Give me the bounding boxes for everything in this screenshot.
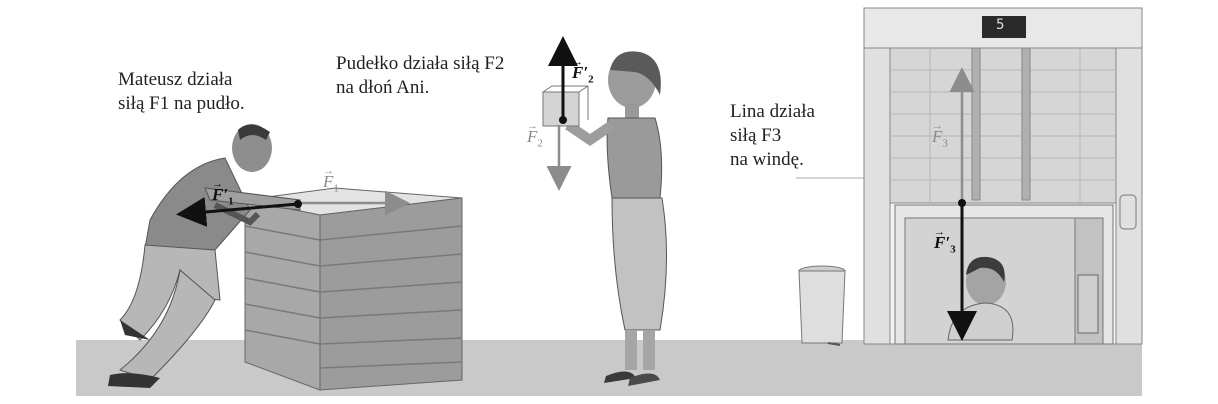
caption-lina-line2: siłą F3 bbox=[730, 125, 782, 146]
label-f1-prime: F′1 bbox=[212, 175, 234, 210]
caption-pudelko: Pudełko działa siłą F2 na dłoń Ani. bbox=[336, 52, 504, 100]
floor-display: 5 bbox=[996, 17, 1005, 33]
contact-point-f3 bbox=[958, 199, 966, 207]
caption-pudelko-line1: Pudełko działa siłą F2 bbox=[336, 53, 505, 74]
caption-mateusz-line1: Mateusz działa bbox=[118, 69, 233, 90]
label-f2: F2 bbox=[527, 117, 543, 152]
caption-lina: Lina działa siłą F3 na windę. bbox=[730, 100, 815, 172]
elevator-shaft bbox=[889, 47, 1117, 204]
caption-lina-line1: Lina działa bbox=[730, 101, 815, 122]
caption-mateusz: Mateusz działa siłą F1 na pudło. bbox=[118, 68, 245, 116]
box-held bbox=[542, 85, 589, 127]
trash-bin bbox=[798, 265, 846, 346]
mateusz-figure bbox=[108, 124, 301, 388]
label-f3-prime: F′3 bbox=[934, 223, 956, 258]
crate bbox=[244, 187, 463, 391]
label-f1: F1 bbox=[323, 162, 339, 197]
ania-figure bbox=[565, 51, 668, 386]
arrow-f1-prime bbox=[176, 196, 299, 227]
contact-point-f1 bbox=[294, 200, 302, 208]
label-f2-prime: F′2 bbox=[572, 53, 594, 88]
label-f3: F3 bbox=[932, 117, 948, 152]
floor-right bbox=[796, 340, 1142, 396]
caption-lina-line3: na windę. bbox=[730, 149, 804, 170]
contact-point-f2 bbox=[559, 116, 567, 124]
caption-pudelko-line2: na dłoń Ani. bbox=[336, 77, 430, 98]
caption-mateusz-line2: siłą F1 na pudło. bbox=[118, 93, 245, 114]
elevator-cabin bbox=[894, 194, 1137, 345]
